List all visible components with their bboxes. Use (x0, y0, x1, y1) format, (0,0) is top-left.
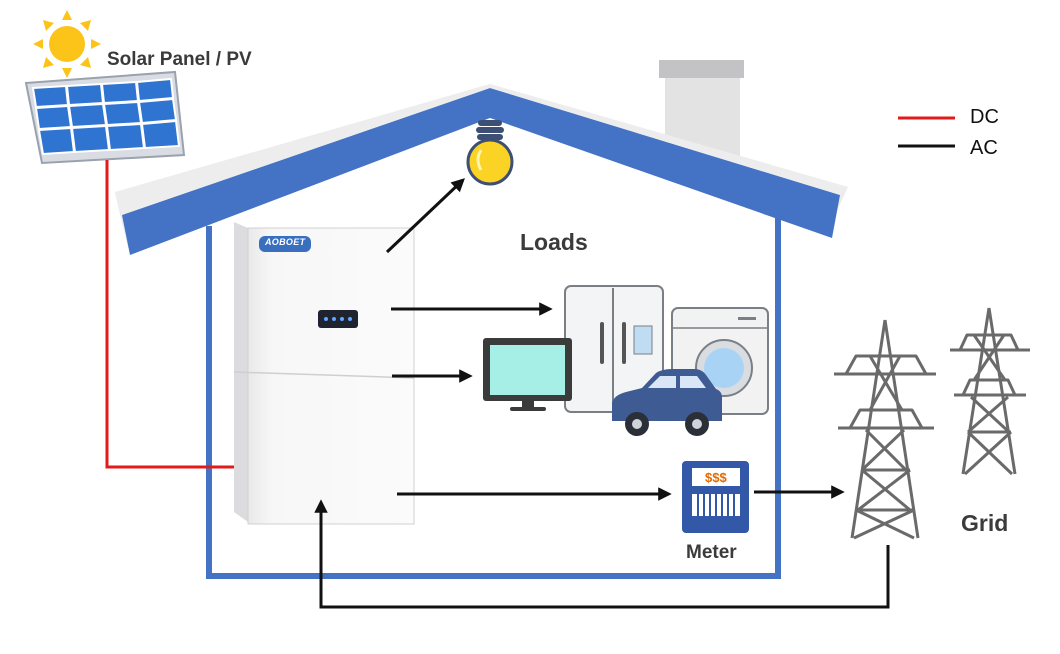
loads-label: Loads (520, 229, 588, 255)
electric-meter-icon (682, 461, 749, 533)
meter-label: Meter (686, 542, 737, 563)
solar-panel-label: Solar Panel / PV (107, 49, 252, 70)
ac-connections (314, 178, 890, 609)
inverter-battery-icon (233, 222, 415, 525)
light-bulb-icon (466, 120, 514, 186)
dc-line-pv-to-inverter (105, 160, 265, 474)
brand-logo-text: AOBOET (265, 237, 306, 247)
legend-dc-label: DC (970, 106, 999, 128)
house-walls (206, 207, 781, 579)
meter-display-text: $$$ (705, 470, 727, 485)
car-icon (612, 369, 722, 436)
ac-arrow-to-bulb (385, 178, 465, 254)
transmission-tower-icon (834, 307, 1030, 540)
monitor-icon (483, 338, 572, 411)
solar-panel-icon (24, 70, 186, 165)
grid-label: Grid (961, 510, 1009, 536)
control-panel (318, 310, 358, 328)
ac-line-grid-to-inverter (314, 499, 890, 609)
legend-ac-label: AC (970, 137, 998, 159)
brand-badge (259, 236, 311, 252)
sun-icon (33, 10, 101, 78)
